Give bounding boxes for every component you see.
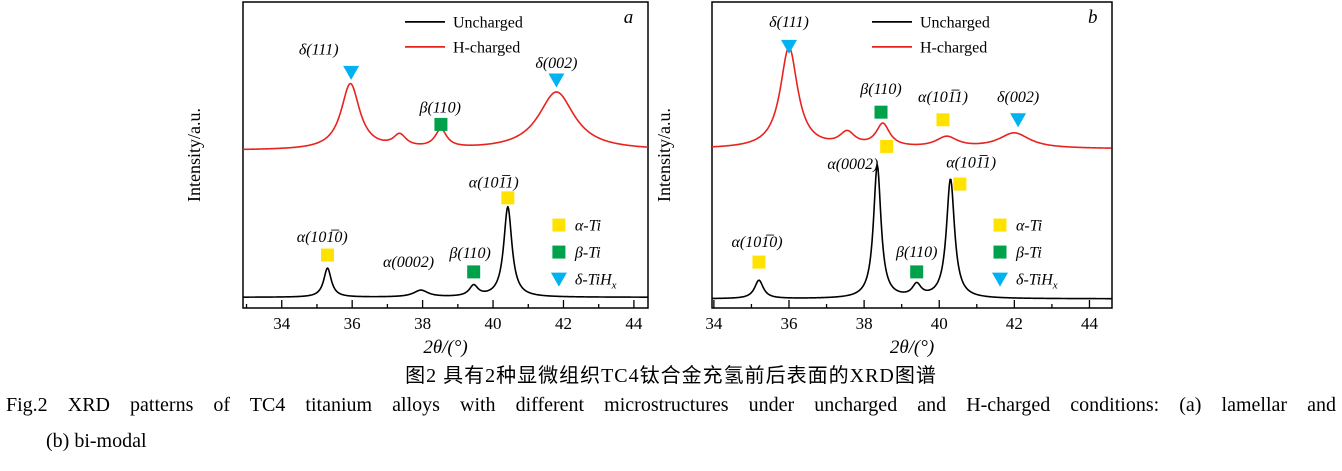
svg-text:α(101̅1): α(101̅1) bbox=[469, 175, 519, 192]
svg-text:2θ/(°): 2θ/(°) bbox=[890, 337, 934, 358]
svg-text:δ-TiHx: δ-TiHx bbox=[1016, 272, 1058, 292]
svg-text:β(110): β(110) bbox=[418, 100, 460, 117]
svg-text:β(110): β(110) bbox=[895, 244, 937, 261]
svg-text:40: 40 bbox=[931, 314, 948, 333]
svg-text:38: 38 bbox=[414, 314, 431, 333]
svg-text:Uncharged: Uncharged bbox=[920, 14, 990, 31]
svg-text:α-Ti: α-Ti bbox=[1016, 218, 1042, 235]
svg-text:α(101̅1): α(101̅1) bbox=[918, 89, 968, 106]
svg-text:δ(002): δ(002) bbox=[997, 89, 1039, 106]
caption-english-line1: Fig.2 XRD patterns of TC4 titanium alloy… bbox=[6, 394, 1336, 416]
svg-text:38: 38 bbox=[856, 314, 873, 333]
svg-text:β-Ti: β-Ti bbox=[1015, 245, 1042, 262]
svg-text:β(110): β(110) bbox=[448, 245, 490, 262]
svg-text:δ(111): δ(111) bbox=[299, 41, 339, 58]
svg-text:α(0002): α(0002) bbox=[827, 156, 878, 173]
svg-text:β-Ti: β-Ti bbox=[574, 245, 601, 262]
svg-text:44: 44 bbox=[625, 314, 643, 333]
svg-text:β(110): β(110) bbox=[859, 81, 901, 98]
caption-english-line2: (b) bi-modal bbox=[46, 430, 147, 452]
svg-text:36: 36 bbox=[344, 314, 361, 333]
caption-chinese: 图2 具有2种显微组织TC4钛合金充氢前后表面的XRD图谱 bbox=[405, 365, 937, 387]
svg-text:b: b bbox=[1088, 7, 1098, 28]
svg-text:36: 36 bbox=[780, 314, 797, 333]
svg-text:α(101̅1): α(101̅1) bbox=[946, 155, 996, 172]
svg-text:34: 34 bbox=[705, 314, 723, 333]
svg-text:α(101̅0): α(101̅0) bbox=[297, 229, 348, 246]
svg-text:44: 44 bbox=[1081, 314, 1099, 333]
svg-text:δ-TiHx: δ-TiHx bbox=[575, 272, 617, 292]
svg-text:34: 34 bbox=[273, 314, 291, 333]
svg-text:δ(111): δ(111) bbox=[769, 14, 809, 31]
svg-text:Intensity/a.u.: Intensity/a.u. bbox=[655, 108, 674, 202]
svg-text:δ(002): δ(002) bbox=[535, 55, 577, 72]
svg-text:H-charged: H-charged bbox=[453, 39, 520, 56]
svg-text:H-charged: H-charged bbox=[920, 39, 987, 56]
svg-text:α(101̅0): α(101̅0) bbox=[732, 234, 783, 251]
plot-svg: 34 36 38 40 42 44 2θ/(°) Intensity/a.u. δ(111) β(… bbox=[184, 1, 649, 358]
svg-text:40: 40 bbox=[485, 314, 502, 333]
svg-text:Intensity/a.u.: Intensity/a.u. bbox=[185, 108, 204, 202]
svg-text:α(0002): α(0002) bbox=[383, 254, 434, 271]
plot-svg: 34 36 38 40 42 44 2θ/(°) Intensity/a.u. δ(111) β(… bbox=[654, 1, 1113, 358]
svg-text:Uncharged: Uncharged bbox=[453, 14, 523, 31]
svg-text:42: 42 bbox=[1006, 314, 1023, 333]
svg-text:α-Ti: α-Ti bbox=[575, 218, 601, 235]
xrd-chart-b: 34 36 38 40 42 44 2θ/(°) Intensity/a.u. δ(111) β(… bbox=[654, 0, 1124, 375]
svg-text:42: 42 bbox=[555, 314, 572, 333]
svg-text:2θ/(°): 2θ/(°) bbox=[423, 337, 467, 358]
svg-text:a: a bbox=[624, 7, 634, 28]
xrd-chart-a: 34 36 38 40 42 44 2θ/(°) Intensity/a.u. δ(111) β(… bbox=[184, 0, 660, 375]
